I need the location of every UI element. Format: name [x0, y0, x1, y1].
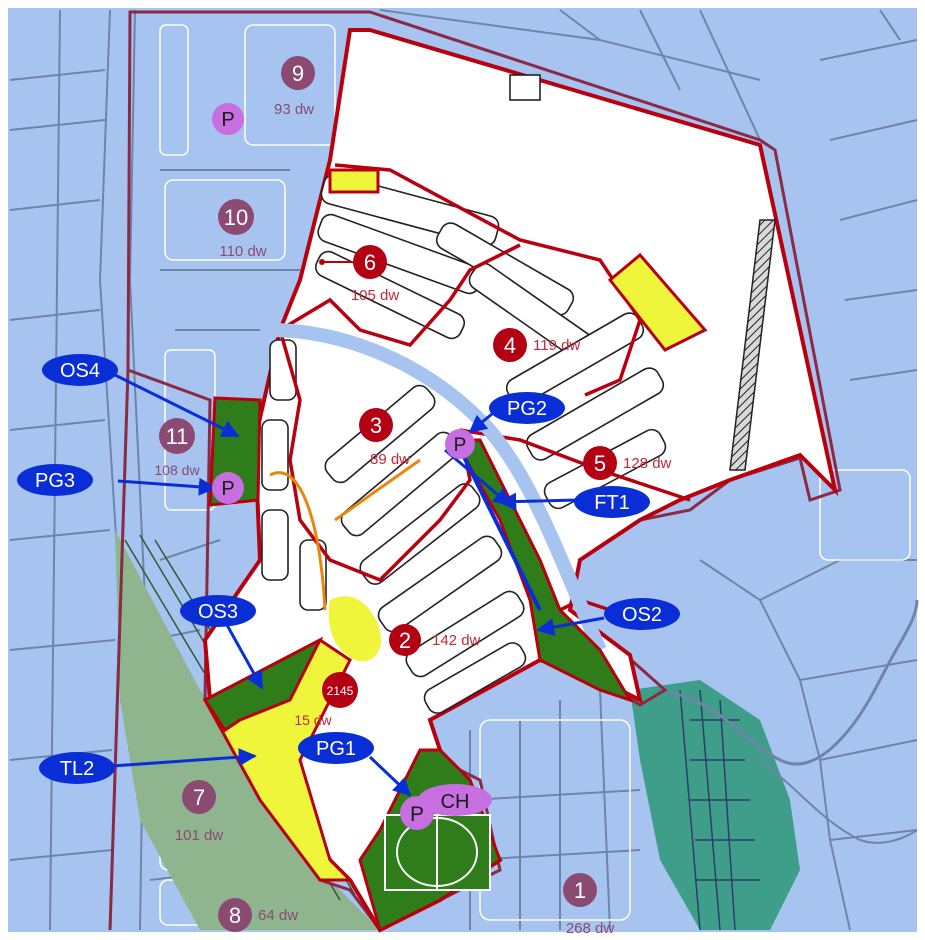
- lot6-leader-dot: [319, 259, 325, 265]
- callout-arrows: [111, 373, 605, 797]
- precinct-boundaries: [278, 163, 691, 622]
- lot-11-marker: [159, 418, 195, 454]
- callout-tl2-label: TL2: [60, 758, 94, 780]
- callout-pg1: [298, 732, 374, 764]
- lot-2-number: 2: [399, 628, 411, 653]
- callout-os4-label: OS4: [60, 360, 100, 382]
- callout-pg2: [489, 392, 565, 424]
- rail-corridor: [729, 219, 776, 471]
- lot-5-dwellings: 128 dw: [623, 455, 672, 472]
- lot-2145-marker: [322, 672, 358, 708]
- callout-os3-label: OS3: [198, 601, 238, 623]
- callout-os2: [604, 598, 680, 630]
- lot-3-dwellings: 89 dw: [370, 451, 410, 468]
- creek-line: [659, 599, 919, 766]
- lot-9-marker: [281, 56, 315, 90]
- parking-label: P: [454, 435, 467, 456]
- callout-tl2: [39, 752, 115, 784]
- parking-label: P: [221, 478, 234, 500]
- lot-3-marker: [359, 408, 393, 442]
- lot-2-dwellings: 142 dw: [432, 632, 481, 649]
- green-corridor-left: [115, 530, 380, 930]
- lot-1-dwellings: 268 dw: [566, 920, 615, 937]
- lot-9-number: 9: [292, 61, 304, 86]
- lot-7-number: 7: [193, 785, 205, 810]
- lot-7-marker: [182, 780, 216, 814]
- callout-os2-label: OS2: [622, 604, 662, 626]
- lot-11-dwellings: 108 dw: [154, 462, 200, 478]
- corridor-hatch-right: [679, 689, 760, 931]
- lot-5-number: 5: [594, 451, 606, 476]
- lot-4-marker: [493, 328, 527, 362]
- footpath-line: [461, 454, 542, 611]
- callout-ft1: [574, 486, 650, 518]
- parking-label: P: [410, 803, 424, 826]
- lot-8-marker: [218, 898, 252, 932]
- west-boundary: [108, 369, 130, 931]
- lot-3-number: 3: [370, 413, 382, 438]
- callout-os3: [180, 595, 256, 627]
- lot-8-dwellings: 64 dw: [258, 907, 298, 924]
- lot-8-number: 8: [229, 903, 241, 928]
- lot-4-dwellings: 119 dw: [533, 337, 580, 354]
- lot-markers: 1 268 dw 2 142 dw 3 89 dw 4 119 dw 5 128 dw 6 105 d…: [154, 56, 672, 937]
- lot-4-number: 4: [504, 333, 516, 358]
- parking-icon: [212, 472, 244, 504]
- community-hub-icon: [418, 784, 492, 816]
- lot-6-number: 6: [364, 250, 376, 275]
- lot-6-dwellings: 105 dw: [351, 287, 400, 304]
- callout-os4: [42, 354, 118, 386]
- lot-2-marker: [389, 624, 421, 656]
- lot-9-dwellings: 93 dw: [274, 101, 314, 118]
- lot-7-dwellings: 101 dw: [175, 827, 224, 844]
- creek-branch: [759, 759, 918, 844]
- lot-11-number: 11: [166, 424, 189, 449]
- lot-10-number: 10: [224, 205, 248, 230]
- parking-label: P: [221, 109, 234, 131]
- sports-field: [384, 814, 491, 891]
- lot-1-number: 1: [574, 878, 586, 903]
- parking-markers: P P P P CH: [212, 103, 492, 830]
- lot-10-marker: [218, 199, 254, 235]
- lot-2145-number: 2145: [327, 684, 354, 698]
- parking-icon: [445, 429, 475, 459]
- parking-icon: [212, 103, 244, 135]
- teal-corridor-right: [630, 680, 800, 930]
- lot-6-marker: [353, 245, 387, 279]
- lot-10-dwellings: 110 dw: [219, 243, 266, 260]
- lot-5-marker: [583, 446, 617, 480]
- lot-1-marker: [563, 873, 597, 907]
- callout-pg3-label: PG3: [35, 470, 75, 492]
- callout-pg1-label: PG1: [316, 738, 356, 760]
- callout-pg3: [17, 464, 93, 496]
- callout-pg2-label: PG2: [507, 398, 547, 420]
- community-hub-label: CH: [441, 791, 470, 813]
- lot-2145-dwellings: 15 dw: [294, 712, 332, 728]
- callout-ft1-label: FT1: [594, 492, 630, 514]
